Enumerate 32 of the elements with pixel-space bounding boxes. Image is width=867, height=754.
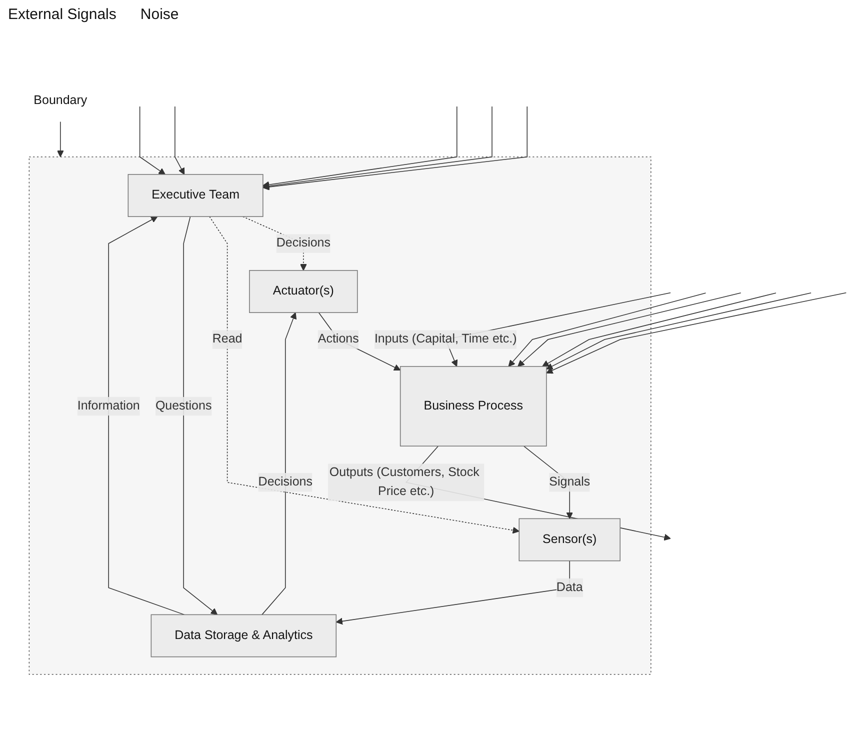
edge-label: Read bbox=[212, 332, 242, 346]
edge-label: Questions bbox=[154, 399, 212, 413]
edge-label: Information bbox=[76, 399, 140, 413]
arrow bbox=[108, 216, 184, 616]
process-box: Sensor(s) bbox=[518, 518, 620, 562]
process-box: Actuator(s) bbox=[248, 270, 358, 313]
arrow bbox=[546, 292, 811, 370]
note-label: Noise bbox=[140, 6, 179, 23]
arrow bbox=[335, 560, 570, 625]
process-box: Business Process bbox=[399, 366, 546, 446]
arrow bbox=[56, 121, 64, 158]
arrow bbox=[174, 106, 184, 175]
edge-label: Decisions bbox=[276, 236, 330, 250]
arrow bbox=[262, 106, 457, 188]
arrow bbox=[208, 216, 519, 534]
arrow bbox=[138, 106, 165, 175]
arrow bbox=[542, 292, 776, 367]
process-box: Executive Team bbox=[127, 174, 263, 217]
note-label: External Signals bbox=[8, 6, 116, 23]
arrow bbox=[517, 292, 741, 367]
edge-label: Data bbox=[556, 580, 582, 594]
edge-label: Signals bbox=[548, 475, 590, 489]
edge-label: Inputs (Capital, Time etc.) bbox=[374, 332, 516, 346]
arrow bbox=[261, 312, 296, 616]
edge-label: Decisions bbox=[258, 475, 312, 489]
arrow bbox=[182, 216, 218, 615]
edge-label: Actions bbox=[317, 332, 358, 346]
process-box: Data Storage & Analytics bbox=[150, 614, 336, 658]
node-label: Boundary bbox=[33, 94, 87, 107]
arrow bbox=[546, 292, 846, 374]
edge-label: Outputs (Customers, Stock Price etc.) bbox=[328, 466, 479, 498]
arrow bbox=[508, 292, 706, 367]
